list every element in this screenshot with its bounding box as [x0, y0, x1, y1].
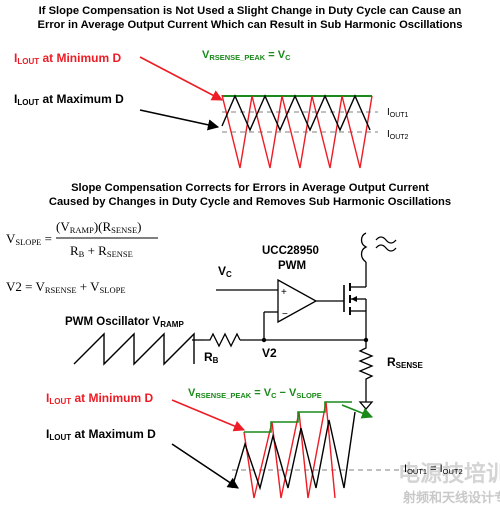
winding-coil [360, 232, 368, 263]
rsense-label: RSENSE [387, 355, 423, 370]
vslope-equation: VSLOPE = (VRAMP)(RSENSE) RB + RSENSE V2 … [6, 219, 158, 295]
opamp-plus: + [281, 287, 287, 298]
panel1-iout1-label: IOUT1 [387, 107, 409, 119]
watermark-line2: 射频和天线设计专家 [402, 490, 500, 505]
panel1-max-duty-waveform [221, 94, 371, 132]
mid-title-line1: Slope Compensation Corrects for Errors i… [71, 182, 429, 194]
ground-symbol [358, 401, 374, 410]
panel2-max-label: ILOUT at Maximum D [46, 427, 156, 442]
panel2-max-arrow [171, 443, 239, 489]
oscillator-label: PWM Oscillator VRAMP [65, 316, 184, 329]
mid-title-line2: Caused by Changes in Duty Cycle and Remo… [49, 196, 451, 208]
vslope-lhs: VSLOPE = [6, 231, 52, 247]
watermark-line1: 电源技培训 [398, 461, 500, 486]
ic-name: UCC28950 [262, 245, 319, 257]
rb-label: RB [204, 350, 219, 365]
ramp-waveform [73, 332, 195, 366]
opamp-minus: − [282, 309, 288, 320]
panel2-vpeak-arrow [341, 404, 374, 419]
panel1-min-label: ILOUT at Minimum D [14, 51, 121, 66]
opamp-symbol [277, 278, 318, 324]
panel1-max-label: ILOUT at Maximum D [14, 92, 124, 107]
vslope-denominator: RB + RSENSE [70, 243, 133, 259]
panel1-max-arrow [139, 109, 220, 131]
v2-equation: V2 = VRSENSE + VSLOPE [6, 279, 126, 295]
mosfet-body-arrow [351, 296, 357, 302]
panel2-min-label: ILOUT at Minimum D [46, 391, 153, 406]
rb-resistor [204, 332, 241, 348]
v2-label: V2 [262, 346, 277, 360]
vc-label: VC [218, 264, 232, 279]
panel1-min-duty-waveform [221, 94, 373, 169]
panel2-compensated-peak [244, 401, 352, 433]
panel2-min-arrow [171, 399, 246, 432]
top-title-line1: If Slope Compensation is Not Used a Slig… [39, 5, 462, 17]
ac-tilde-lower [375, 244, 397, 252]
ic-function: PWM [278, 260, 306, 272]
panel2-iout-label: IOUT1 = IOUT2 [404, 463, 463, 476]
panel1-vpeak-label: VRSENSE_PEAK = VC [202, 49, 291, 62]
panel2-min-duty-waveform [243, 401, 336, 499]
panel2-max-duty-waveform [231, 411, 356, 491]
ac-tilde-upper [375, 236, 397, 244]
vslope-numerator: (VRAMP)(RSENSE) [56, 219, 141, 235]
panel2-vpeak-label: VRSENSE_PEAK = VC − VSLOPE [188, 387, 322, 400]
v2-node-dot [261, 337, 267, 343]
top-title-line2: Error in Average Output Current Which ca… [38, 19, 463, 31]
panel1-min-arrow [139, 56, 223, 101]
panel1-iout2-label: IOUT2 [387, 129, 409, 141]
rsense-resistor [358, 340, 374, 395]
